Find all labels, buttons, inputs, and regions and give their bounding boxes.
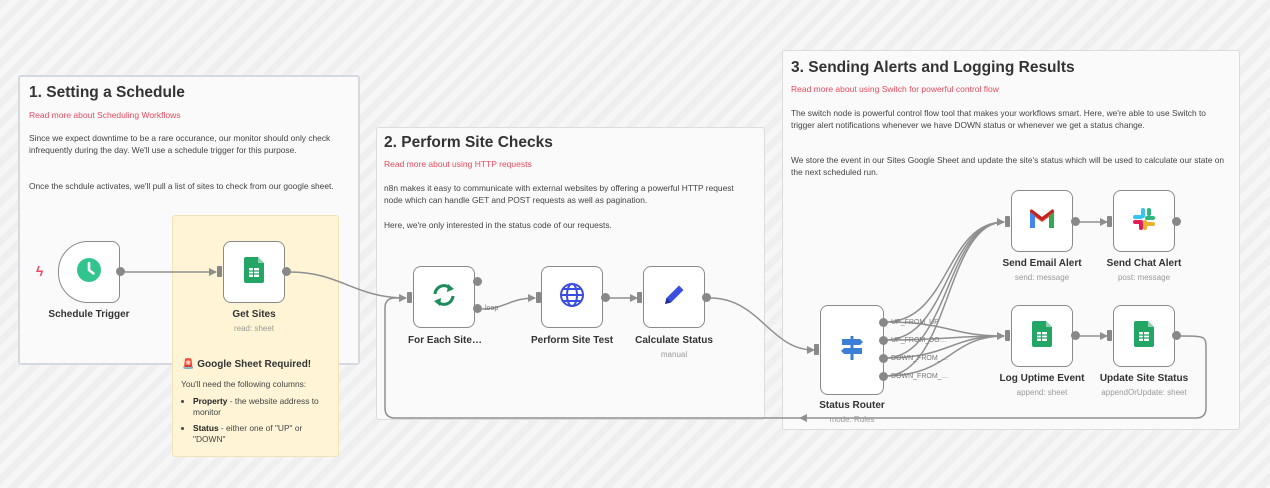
sticky-text: The switch node is powerful control flow…	[791, 108, 1206, 130]
node-status-router[interactable]	[820, 305, 884, 395]
node-label: Status Router	[819, 400, 885, 411]
node-for-each-site[interactable]	[413, 266, 475, 328]
pencil-icon	[660, 281, 688, 314]
node-update-site-status[interactable]	[1113, 305, 1175, 367]
output-port[interactable]	[879, 336, 888, 345]
output-port[interactable]	[1071, 331, 1080, 340]
input-port[interactable]	[1005, 330, 1010, 341]
signpost-icon	[838, 334, 866, 367]
sticky-text: Once the schdule activates, we'll pull a…	[29, 181, 334, 191]
node-calculate-status[interactable]	[643, 266, 705, 328]
output-port-loop[interactable]	[473, 304, 482, 313]
input-port[interactable]	[814, 344, 819, 355]
node-subtitle: send: message	[1014, 273, 1070, 282]
connection-router-log-4[interactable]	[884, 335, 1005, 377]
connection-foreach-sitetest[interactable]	[481, 294, 536, 310]
node-get-sites[interactable]	[223, 241, 285, 303]
connection-calc-router[interactable]	[709, 297, 815, 354]
node-subtitle: append: sheet	[1016, 388, 1068, 397]
node-log-uptime-event[interactable]	[1011, 305, 1073, 367]
output-port[interactable]	[1172, 217, 1181, 226]
clock-icon	[76, 257, 102, 288]
input-port[interactable]	[1107, 330, 1112, 341]
router-output-label: DOWN_FROM_…	[891, 355, 949, 362]
column-name: Property	[193, 396, 228, 406]
node-label: Schedule Trigger	[48, 309, 130, 320]
google-sheets-icon	[244, 256, 264, 288]
input-port[interactable]	[536, 292, 541, 303]
sticky-title: 3. Sending Alerts and Logging Results	[791, 59, 1075, 76]
node-subtitle: mode: Rules	[829, 415, 875, 424]
output-port[interactable]	[879, 318, 888, 327]
output-port[interactable]	[879, 372, 888, 381]
sticky-title: 2. Perform Site Checks	[384, 134, 553, 151]
node-perform-site-test[interactable]	[541, 266, 603, 328]
sticky-link[interactable]: Read more about using Switch for powerfu…	[791, 84, 999, 94]
node-label: Update Site Status	[1099, 373, 1189, 384]
input-port[interactable]	[1005, 216, 1010, 227]
requirements-intro: You'll need the following columns:	[181, 379, 307, 389]
node-label: Get Sites	[232, 309, 276, 320]
output-port[interactable]	[1071, 217, 1080, 226]
node-label: Send Chat Alert	[1106, 258, 1182, 269]
google-sheets-icon	[1134, 320, 1154, 352]
column-desc: - the website address to monitor	[193, 396, 319, 417]
input-port[interactable]	[1107, 216, 1112, 227]
output-port-done[interactable]	[473, 277, 482, 286]
output-port[interactable]	[702, 293, 711, 302]
sticky-text: Here, we're only interested in the statu…	[384, 220, 612, 230]
connection-router-email-4[interactable]	[884, 221, 1005, 377]
requirements-title-text: Google Sheet Required!	[197, 359, 312, 370]
output-port[interactable]	[879, 354, 888, 363]
slack-icon	[1131, 206, 1157, 237]
sticky-text: n8n makes it easy to communicate with ex…	[384, 183, 734, 205]
node-label: Calculate Status	[635, 335, 713, 346]
gmail-icon	[1028, 208, 1056, 235]
output-port[interactable]	[1172, 331, 1181, 340]
sticky-text: We store the event in our Sites Google S…	[791, 155, 1225, 177]
node-subtitle: manual	[660, 350, 688, 359]
router-output-label: UP_FROM_DO…	[891, 337, 947, 344]
node-subtitle: appendOrUpdate: sheet	[1101, 388, 1187, 397]
connection-loop-return[interactable]	[384, 297, 800, 419]
input-port[interactable]	[637, 292, 642, 303]
input-port[interactable]	[407, 292, 412, 303]
node-schedule-trigger[interactable]	[58, 241, 120, 303]
loop-output-label: loop	[485, 305, 499, 312]
sticky-text: Since we expect downtime to be a rare oc…	[29, 133, 331, 155]
node-label: Perform Site Test	[530, 335, 614, 346]
list-item: Status - either one of "UP" or "DOWN"	[193, 423, 333, 445]
globe-icon	[558, 281, 586, 314]
node-send-email-alert[interactable]	[1011, 190, 1073, 252]
list-item: Property - the website address to monito…	[193, 396, 333, 418]
output-port[interactable]	[282, 267, 291, 276]
node-subtitle: post: message	[1117, 273, 1171, 282]
requirements-title: 🚨 Google Sheet Required!	[182, 359, 311, 370]
sticky-link[interactable]: Read more about using HTTP requests	[384, 159, 532, 169]
column-desc: - either one of "UP" or "DOWN"	[193, 423, 303, 444]
node-send-chat-alert[interactable]	[1113, 190, 1175, 252]
siren-icon: 🚨	[182, 359, 195, 370]
requirements-list: Property - the website address to monito…	[181, 396, 333, 450]
trigger-bolt-icon: ϟ	[36, 263, 44, 279]
loop-arrows-icon	[430, 281, 458, 314]
output-port[interactable]	[601, 293, 610, 302]
connection-update-loopback[interactable]	[799, 335, 1207, 422]
node-label: Send Email Alert	[1002, 258, 1082, 269]
router-output-label: UP_FROM_UP	[891, 319, 939, 326]
node-subtitle: read: sheet	[233, 324, 275, 333]
input-port[interactable]	[217, 266, 222, 277]
google-sheets-icon	[1032, 320, 1052, 352]
output-port[interactable]	[116, 267, 125, 276]
connection-getsites-foreach[interactable]	[289, 271, 407, 302]
column-name: Status	[193, 423, 219, 433]
sticky-title: 1. Setting a Schedule	[29, 84, 185, 101]
node-label: Log Uptime Event	[999, 373, 1085, 384]
node-label: For Each Site…	[408, 335, 482, 346]
sticky-link[interactable]: Read more about Scheduling Workflows	[29, 110, 181, 120]
router-output-label: DOWN_FROM_…	[891, 373, 949, 380]
